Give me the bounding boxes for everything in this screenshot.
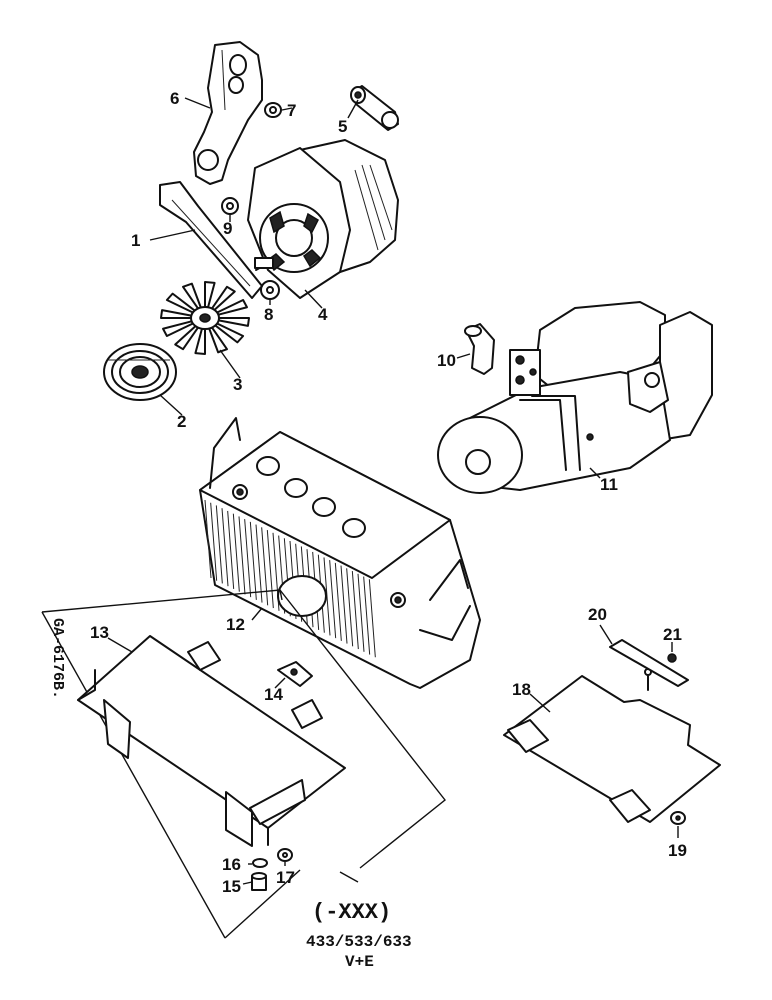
battery-rib: [244, 519, 252, 598]
callout-17: 17: [276, 868, 295, 887]
washer-8-part: [260, 280, 280, 300]
battery-rib: [238, 516, 246, 595]
fan-blade: [204, 281, 216, 309]
callout-2: 2: [177, 412, 186, 431]
battery-rib: [346, 568, 354, 647]
callout-13: 13: [90, 623, 109, 642]
battery-rib: [215, 505, 223, 584]
callout-21: 21: [663, 625, 682, 644]
clip-part: [277, 661, 313, 687]
battery-rib: [221, 508, 229, 587]
callout-16: 16: [222, 855, 241, 874]
cover-plate-part: [503, 668, 721, 823]
washer-19-part: [670, 811, 686, 825]
models-label: 433/533/633: [306, 933, 412, 951]
pulley-part: [103, 343, 177, 401]
fan-blade: [194, 327, 206, 355]
battery-rib: [255, 524, 263, 603]
callout-9: 9: [223, 219, 232, 238]
callout-14: 14: [264, 685, 283, 704]
fan-blade: [160, 309, 193, 319]
callout-3: 3: [233, 375, 242, 394]
callout-12: 12: [226, 615, 245, 634]
rivet-part: [667, 653, 677, 663]
reference-code: GA-6176B.: [49, 618, 66, 699]
leader-lines: [107, 97, 679, 885]
config-label: V+E: [345, 953, 374, 971]
battery-rib: [210, 502, 218, 581]
tray-group-frame: [41, 589, 446, 939]
nut-part: [277, 848, 293, 862]
starter-motor-part: [437, 301, 713, 494]
callout-labels: 1 2 3 4 5 6 7 8 9 10 11 12 13 14 15 16 1…: [90, 89, 687, 896]
variant-label: (-XXX): [312, 900, 391, 925]
battery-rib: [323, 557, 331, 636]
battery-rib: [351, 571, 359, 650]
mounting-bracket-part: [193, 41, 263, 185]
washer-7-part: [264, 102, 282, 118]
battery-rib: [357, 573, 365, 652]
callout-7: 7: [287, 101, 296, 120]
washer-16-part: [252, 858, 268, 868]
callout-20: 20: [588, 605, 607, 624]
fan-blade: [217, 317, 250, 327]
battery-part: [199, 417, 481, 689]
callout-10: 10: [437, 351, 456, 370]
battery-rib: [249, 521, 257, 600]
fan-bore: [199, 313, 211, 323]
battery-rib: [227, 510, 235, 589]
callout-15: 15: [222, 877, 241, 896]
terminal-boot-part: [464, 323, 495, 375]
battery-rib: [204, 499, 212, 579]
strip-part: [609, 639, 689, 687]
spacer-part: [251, 872, 267, 891]
callout-8: 8: [264, 305, 273, 324]
callout-1: 1: [131, 231, 140, 250]
battery-rib: [329, 560, 337, 639]
fan-part: [160, 281, 250, 355]
battery-rib: [334, 562, 342, 641]
callout-4: 4: [318, 305, 328, 324]
callout-19: 19: [668, 841, 687, 860]
callout-11: 11: [600, 475, 618, 494]
battery-rib: [363, 576, 371, 655]
callout-18: 18: [512, 680, 531, 699]
callout-5: 5: [338, 117, 347, 136]
battery-rib: [261, 527, 269, 606]
battery-rib: [266, 530, 274, 609]
battery-tray-part: [77, 635, 346, 847]
battery-rib: [368, 579, 376, 658]
link-part: [350, 85, 399, 131]
alternator-part: [247, 139, 399, 299]
battery-rib: [340, 565, 348, 644]
battery-rib: [232, 513, 240, 592]
callout-6: 6: [170, 89, 179, 108]
tension-strap-part: [159, 181, 263, 299]
washer-9-part: [221, 197, 239, 215]
